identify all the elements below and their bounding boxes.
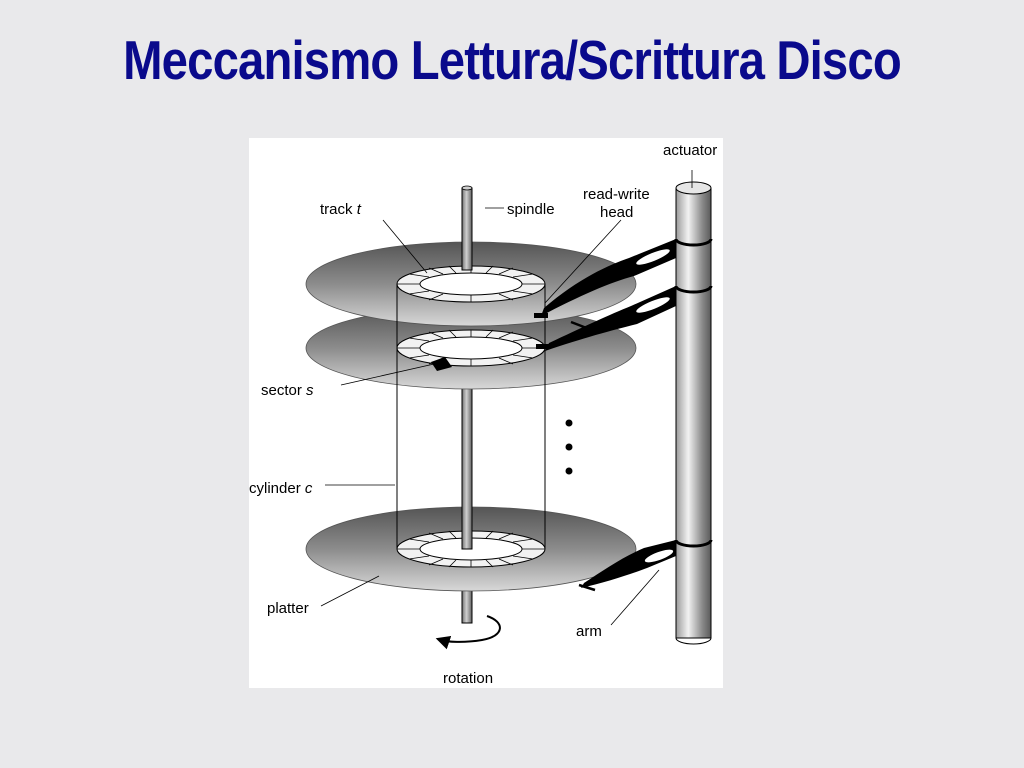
cylinder-label: cylinder c [249, 480, 313, 497]
arm-top [534, 238, 713, 318]
leader-lines [320, 170, 693, 626]
rotation-arrow-icon [435, 615, 501, 650]
arm-bottom [578, 539, 713, 592]
read-write-head-middle [536, 344, 549, 349]
actuator-column [675, 181, 712, 645]
read-write-head-label-line1: read-write [583, 186, 650, 203]
spindle-cap [461, 185, 473, 271]
track-label: track t [320, 201, 362, 218]
cylinder-outline [396, 284, 546, 549]
actuator-label: actuator [663, 142, 717, 159]
spindle-label: spindle [507, 201, 555, 218]
rotation-label: rotation [443, 670, 493, 687]
more-platters-dots [565, 419, 573, 475]
read-write-head-top [534, 313, 548, 318]
disk-diagram: actuator read-write head track t spindle… [249, 138, 723, 688]
read-write-head-label-line2: head [600, 204, 633, 221]
platter-label: platter [267, 600, 309, 617]
platter-middle [305, 306, 637, 390]
arm-middle [536, 285, 713, 351]
slide-title: Meccanismo Lettura/Scrittura Disco [123, 29, 902, 91]
sector-label: sector s [261, 382, 314, 399]
arm-label: arm [576, 623, 602, 640]
sector-highlight [431, 357, 452, 371]
